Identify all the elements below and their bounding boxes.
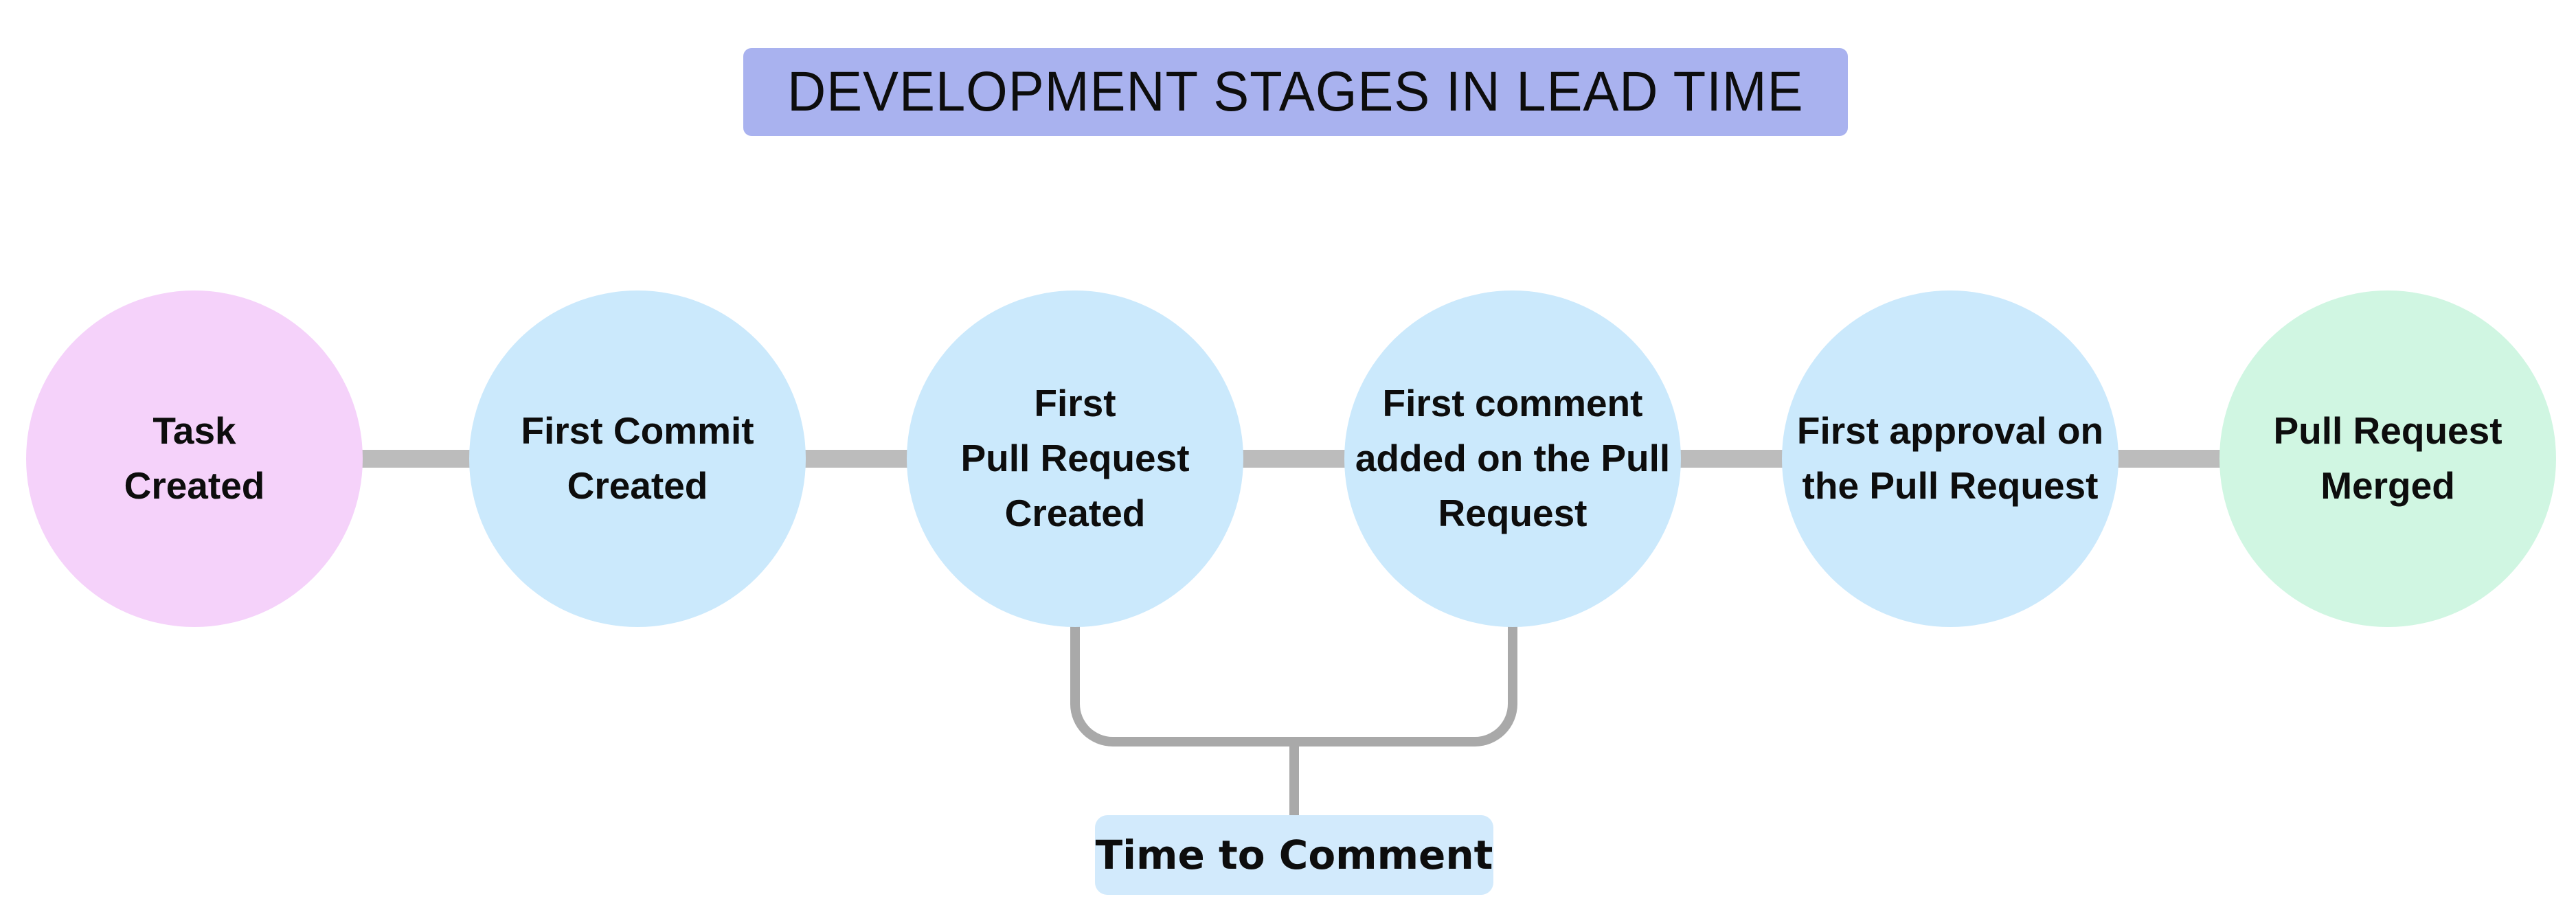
time-to-comment-bracket-stem [1289,742,1299,817]
time-to-comment-label: Time to Comment [1095,815,1493,895]
stage-label: First comment added on the Pull Request [1355,382,1671,534]
time-to-comment-text: Time to Comment [1095,832,1493,878]
stage-circle-first-comment-added: First comment added on the Pull Request [1344,290,1681,627]
page-title: DEVELOPMENT STAGES IN LEAD TIME [787,60,1804,123]
stage-circle-pull-request-merged: Pull Request Merged [2219,290,2556,627]
stage-label: First Commit Created [521,409,754,507]
stage-circle-first-pull-request-created: First Pull Request Created [907,290,1243,627]
stage-circle-first-approval: First approval on the Pull Request [1782,290,2119,627]
stage-circle-first-commit-created: First Commit Created [469,290,806,627]
time-to-comment-bracket [1070,624,1517,747]
title-banner: DEVELOPMENT STAGES IN LEAD TIME [743,48,1848,136]
stage-circle-task-created: Task Created [26,290,363,627]
stage-label: First Pull Request Created [960,382,1190,534]
stage-label: Task Created [124,409,265,507]
stage-label: First approval on the Pull Request [1796,409,2104,507]
stage-label: Pull Request Merged [2273,409,2502,507]
